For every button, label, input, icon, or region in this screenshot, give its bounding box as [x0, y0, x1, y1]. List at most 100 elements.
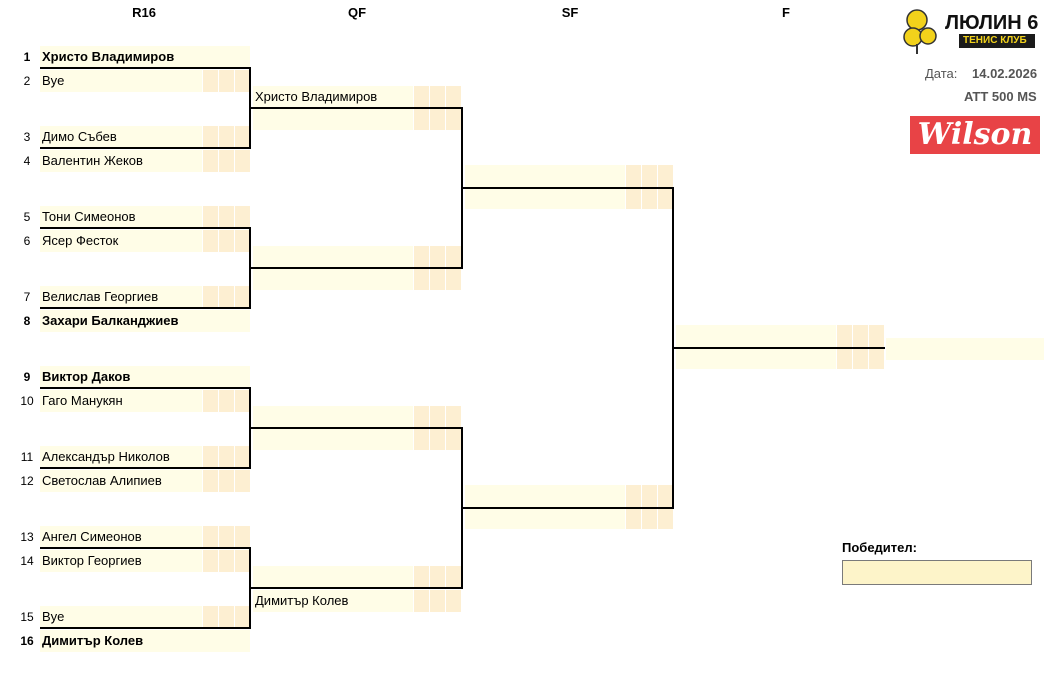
score-cell[interactable] [429, 268, 445, 290]
score-cell[interactable] [868, 347, 884, 369]
player-name[interactable]: Виктор Георгиев [40, 550, 202, 572]
score-cell[interactable] [429, 428, 445, 450]
score-cell[interactable] [234, 230, 250, 252]
player-name[interactable]: Димо Събев [40, 126, 202, 148]
score-cell[interactable] [657, 187, 673, 209]
score-cell[interactable] [202, 150, 218, 172]
score-cell[interactable] [413, 566, 429, 588]
score-cell[interactable] [429, 86, 445, 108]
score-cell[interactable] [202, 550, 218, 572]
score-cell[interactable] [202, 286, 218, 308]
score-cell[interactable] [413, 590, 429, 612]
score-cell[interactable] [234, 606, 250, 628]
score-cell[interactable] [429, 590, 445, 612]
score-cell[interactable] [218, 126, 234, 148]
score-cell[interactable] [413, 86, 429, 108]
player-name[interactable]: Светослав Алипиев [40, 470, 202, 492]
score-cell[interactable] [202, 206, 218, 228]
player-name[interactable]: Ангел Симеонов [40, 526, 202, 548]
score-cell[interactable] [218, 206, 234, 228]
score-cell[interactable] [218, 606, 234, 628]
score-cell[interactable] [413, 406, 429, 428]
score-cell[interactable] [202, 606, 218, 628]
score-cell[interactable] [657, 485, 673, 507]
score-cell[interactable] [625, 485, 641, 507]
player-name[interactable]: Тони Симеонов [40, 206, 202, 228]
score-cell[interactable] [641, 485, 657, 507]
score-cell[interactable] [218, 70, 234, 92]
score-cell[interactable] [202, 70, 218, 92]
score-cell[interactable] [657, 165, 673, 187]
score-cell[interactable] [429, 246, 445, 268]
score-cell[interactable] [625, 507, 641, 529]
score-cell[interactable] [641, 187, 657, 209]
score-cell[interactable] [413, 246, 429, 268]
score-cell[interactable] [218, 550, 234, 572]
player-name[interactable]: Захари Балканджиев [40, 310, 202, 332]
score-cell[interactable] [445, 566, 461, 588]
score-cell[interactable] [836, 325, 852, 347]
score-cell[interactable] [625, 165, 641, 187]
bracket-slot[interactable] [253, 246, 415, 268]
winner-field[interactable] [842, 560, 1032, 585]
bracket-slot[interactable] [886, 338, 1044, 360]
score-cell[interactable] [218, 286, 234, 308]
bracket-slot[interactable] [465, 507, 627, 529]
score-cell[interactable] [445, 268, 461, 290]
player-name[interactable]: Ясер Фесток [40, 230, 202, 252]
bracket-slot[interactable] [253, 428, 415, 450]
score-cell[interactable] [234, 70, 250, 92]
score-cell[interactable] [445, 108, 461, 130]
score-cell[interactable] [429, 406, 445, 428]
score-cell[interactable] [445, 428, 461, 450]
score-cell[interactable] [868, 325, 884, 347]
score-cell[interactable] [234, 390, 250, 412]
score-cell[interactable] [445, 590, 461, 612]
score-cell[interactable] [218, 526, 234, 548]
score-cell[interactable] [657, 507, 673, 529]
bracket-slot[interactable]: Христо Владимиров [253, 86, 415, 108]
score-cell[interactable] [218, 230, 234, 252]
score-cell[interactable] [202, 446, 218, 468]
score-cell[interactable] [445, 246, 461, 268]
bracket-slot[interactable] [676, 325, 838, 347]
bracket-slot[interactable] [253, 108, 415, 130]
score-cell[interactable] [625, 187, 641, 209]
score-cell[interactable] [234, 126, 250, 148]
score-cell[interactable] [234, 446, 250, 468]
bracket-slot[interactable] [465, 187, 627, 209]
bracket-slot[interactable] [253, 406, 415, 428]
score-cell[interactable] [202, 526, 218, 548]
score-cell[interactable] [429, 566, 445, 588]
bracket-slot[interactable] [465, 485, 627, 507]
score-cell[interactable] [836, 347, 852, 369]
score-cell[interactable] [218, 470, 234, 492]
player-name[interactable]: Велислав Георгиев [40, 286, 202, 308]
player-name[interactable]: Виктор Даков [40, 366, 202, 388]
score-cell[interactable] [202, 230, 218, 252]
score-cell[interactable] [234, 550, 250, 572]
bracket-slot[interactable] [676, 347, 838, 369]
player-name[interactable]: Христо Владимиров [40, 46, 202, 68]
player-name[interactable]: Александър Николов [40, 446, 202, 468]
score-cell[interactable] [852, 325, 868, 347]
score-cell[interactable] [202, 126, 218, 148]
player-name[interactable]: Валентин Жеков [40, 150, 202, 172]
score-cell[interactable] [234, 150, 250, 172]
player-name[interactable]: Димитър Колев [40, 630, 202, 652]
player-name[interactable]: Bye [40, 70, 202, 92]
score-cell[interactable] [641, 165, 657, 187]
score-cell[interactable] [234, 286, 250, 308]
score-cell[interactable] [413, 108, 429, 130]
score-cell[interactable] [413, 268, 429, 290]
player-name[interactable]: Гаго Манукян [40, 390, 202, 412]
score-cell[interactable] [413, 428, 429, 450]
score-cell[interactable] [234, 470, 250, 492]
score-cell[interactable] [445, 406, 461, 428]
bracket-slot[interactable] [465, 165, 627, 187]
score-cell[interactable] [218, 446, 234, 468]
score-cell[interactable] [234, 526, 250, 548]
score-cell[interactable] [218, 390, 234, 412]
player-name[interactable]: Bye [40, 606, 202, 628]
score-cell[interactable] [234, 206, 250, 228]
